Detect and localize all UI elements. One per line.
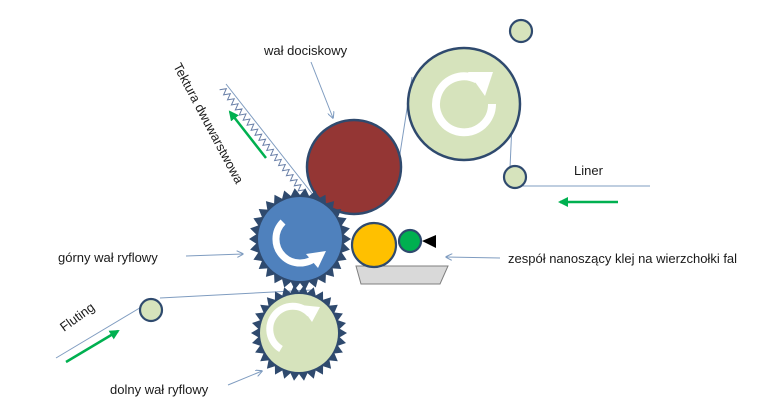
label-glue-unit: zespół nanoszący klej na wierzchołki fal — [508, 251, 737, 266]
green-direction-arrow-icon — [65, 329, 120, 364]
label-liner: Liner — [574, 163, 604, 178]
upper-corrugating-roll — [258, 197, 342, 281]
rotation-arrow-icon — [272, 219, 326, 268]
guide-roll-liner — [502, 164, 528, 190]
pointer-press-roll — [310, 61, 333, 118]
glue-applicator-roll — [350, 221, 398, 269]
guide-roll-top — [508, 18, 534, 44]
label-double-face-board: Tektura dwuwarstwowa — [170, 60, 247, 186]
press-roll — [305, 118, 403, 216]
label-lower-corrugating-roll: dolny wał ryflowy — [110, 382, 209, 397]
fluting-web-in — [55, 305, 144, 359]
pointer-upper-roll — [185, 254, 243, 256]
guide-roll-fluting — [138, 297, 164, 323]
pointer-glue-unit — [446, 257, 501, 258]
doctor-blade-icon — [422, 235, 436, 248]
green-direction-arrow-icon — [228, 110, 267, 159]
glue-tray — [355, 265, 449, 285]
label-fluting: Fluting — [57, 299, 97, 334]
rotation-arrow-icon — [266, 302, 320, 353]
board-liner-line — [225, 83, 315, 197]
corrugated-wave-icon — [219, 88, 306, 197]
glue-doctor-roll — [397, 228, 423, 254]
label-press-roll: wał dociskowy — [263, 43, 348, 58]
rotation-arrow-icon — [432, 72, 497, 137]
label-upper-corrugating-roll: górny wał ryflowy — [58, 250, 158, 265]
pointer-lower-roll — [227, 371, 262, 386]
liner-roll — [406, 46, 522, 162]
